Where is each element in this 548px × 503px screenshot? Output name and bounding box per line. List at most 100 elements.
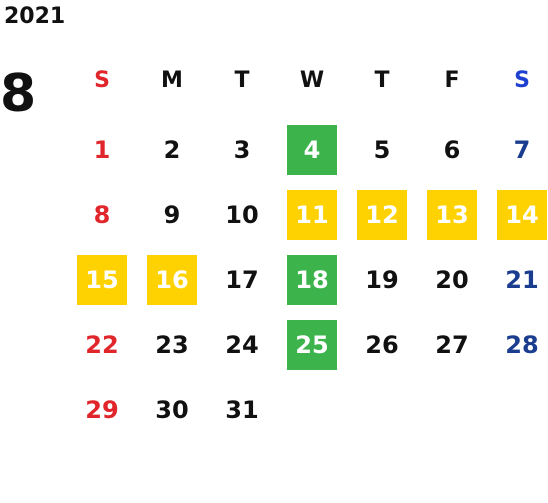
day-cell[interactable]: 25	[277, 320, 347, 385]
day-cell[interactable]: 15	[67, 255, 137, 320]
day-cell[interactable]: 7	[487, 125, 548, 190]
month-number: 8	[0, 64, 37, 124]
weekday-label: S	[514, 68, 530, 93]
year-label: 2021	[4, 4, 66, 29]
day-number: 10	[225, 201, 259, 229]
weekday-label: F	[444, 68, 460, 93]
day-number: 3	[233, 136, 251, 164]
day-cell[interactable]: 31	[207, 385, 277, 450]
day-highlight-green	[287, 125, 337, 175]
day-cell[interactable]: 17	[207, 255, 277, 320]
day-highlight-yellow	[77, 255, 127, 305]
day-cell[interactable]: 11	[277, 190, 347, 255]
day-cell[interactable]: 22	[67, 320, 137, 385]
day-cell[interactable]: 18	[277, 255, 347, 320]
day-number: 16	[155, 266, 189, 294]
day-cell[interactable]: 16	[137, 255, 207, 320]
day-number: 19	[365, 266, 399, 294]
weekday-header-thu: T	[347, 60, 417, 125]
weekday-header-row: S M T W T F S	[67, 60, 548, 125]
day-cell[interactable]: 6	[417, 125, 487, 190]
day-number: 28	[505, 331, 539, 359]
week-row: 1 2 3 4 5 6 7	[67, 125, 548, 190]
day-number: 1	[93, 136, 111, 164]
day-number: 20	[435, 266, 469, 294]
weekday-header-mon: M	[137, 60, 207, 125]
day-number: 27	[435, 331, 469, 359]
day-cell[interactable]: 28	[487, 320, 548, 385]
week-row: 15 16 17 18 19 20 21	[67, 255, 548, 320]
day-number: 29	[85, 396, 119, 424]
day-cell[interactable]: 4	[277, 125, 347, 190]
day-number: 2	[163, 136, 181, 164]
day-cell[interactable]: 14	[487, 190, 548, 255]
day-cell[interactable]: 5	[347, 125, 417, 190]
day-cell	[417, 385, 487, 450]
weekday-label: T	[374, 68, 390, 93]
day-number: 12	[365, 201, 399, 229]
day-number	[277, 385, 347, 435]
day-cell[interactable]: 23	[137, 320, 207, 385]
weekday-label: T	[234, 68, 250, 93]
day-number: 22	[85, 331, 119, 359]
day-number: 25	[295, 331, 329, 359]
weekday-header-wed: W	[277, 60, 347, 125]
day-number: 4	[303, 136, 321, 164]
day-number: 31	[225, 396, 259, 424]
week-row: 22 23 24 25 26 27 28	[67, 320, 548, 385]
day-number: 11	[295, 201, 329, 229]
day-highlight-green	[287, 320, 337, 370]
weekday-header-fri: F	[417, 60, 487, 125]
day-number: 24	[225, 331, 259, 359]
day-cell[interactable]: 21	[487, 255, 548, 320]
day-number: 14	[505, 201, 539, 229]
day-cell	[277, 385, 347, 450]
day-number: 5	[373, 136, 391, 164]
day-number: 6	[443, 136, 461, 164]
day-cell[interactable]: 2	[137, 125, 207, 190]
day-number: 26	[365, 331, 399, 359]
day-cell[interactable]: 8	[67, 190, 137, 255]
day-highlight-yellow	[357, 190, 407, 240]
weekday-header-tue: T	[207, 60, 277, 125]
day-highlight-yellow	[147, 255, 197, 305]
day-number	[487, 385, 548, 435]
day-cell[interactable]: 30	[137, 385, 207, 450]
day-cell[interactable]: 29	[67, 385, 137, 450]
day-highlight-yellow	[497, 190, 547, 240]
day-number: 21	[505, 266, 539, 294]
day-number: 7	[513, 136, 531, 164]
day-cell	[487, 385, 548, 450]
day-cell[interactable]: 24	[207, 320, 277, 385]
day-cell[interactable]: 1	[67, 125, 137, 190]
weekday-label: S	[94, 68, 110, 93]
day-cell[interactable]: 27	[417, 320, 487, 385]
weekday-label: M	[161, 68, 183, 93]
day-highlight-yellow	[427, 190, 477, 240]
day-number	[417, 385, 487, 435]
day-number: 13	[435, 201, 469, 229]
day-cell[interactable]: 10	[207, 190, 277, 255]
day-highlight-green	[287, 255, 337, 305]
day-number: 9	[163, 201, 181, 229]
day-cell[interactable]: 12	[347, 190, 417, 255]
day-cell[interactable]: 13	[417, 190, 487, 255]
week-row: 29 30 31	[67, 385, 548, 450]
day-cell[interactable]: 9	[137, 190, 207, 255]
weekday-header-sun: S	[67, 60, 137, 125]
day-cell[interactable]: 19	[347, 255, 417, 320]
day-number	[347, 385, 417, 435]
day-cell	[347, 385, 417, 450]
weekday-header-sat: S	[487, 60, 548, 125]
day-number: 15	[85, 266, 119, 294]
day-number: 30	[155, 396, 189, 424]
day-number: 17	[225, 266, 259, 294]
day-cell[interactable]: 26	[347, 320, 417, 385]
day-cell[interactable]: 20	[417, 255, 487, 320]
weekday-label: W	[299, 68, 325, 93]
day-cell[interactable]: 3	[207, 125, 277, 190]
day-number: 18	[295, 266, 329, 294]
